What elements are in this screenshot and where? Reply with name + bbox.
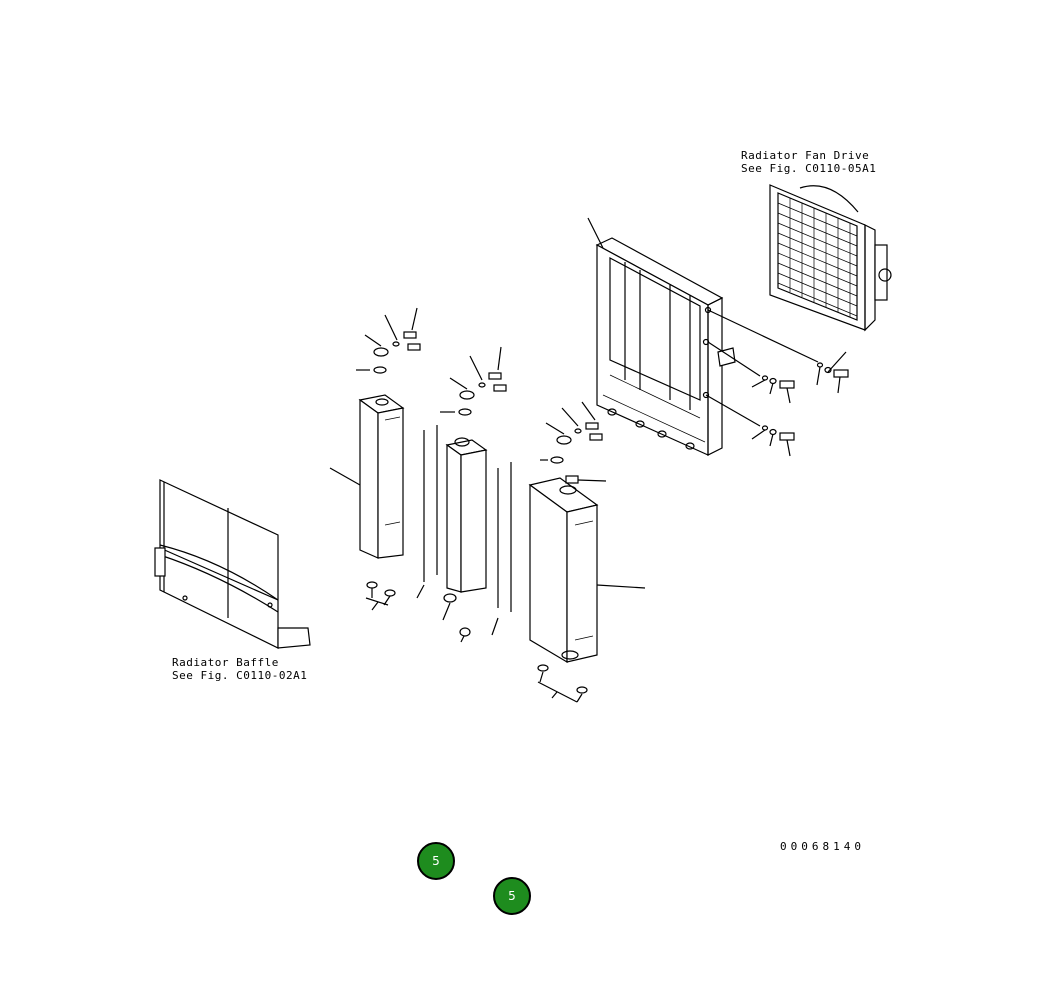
fan-drive-label-line2: See Fig. C0110-05A1	[741, 162, 877, 175]
baffle-label-line1: Radiator Baffle	[172, 656, 279, 669]
mounting-hardware	[356, 307, 849, 703]
radiator-core-right	[528, 477, 646, 664]
radiator-baffle	[154, 479, 311, 649]
callout-button[interactable]: 5	[417, 842, 455, 880]
baffle-label-line2: See Fig. C0110-02A1	[172, 669, 308, 682]
callout-button[interactable]: 5	[493, 877, 531, 915]
callout-number: 5	[508, 889, 516, 903]
radiator-core-middle	[443, 437, 488, 603]
fan-drive-label-line1: Radiator Fan Drive	[741, 149, 870, 162]
radiator-fan-drive	[769, 184, 892, 332]
callout-number: 5	[432, 854, 440, 868]
seal-strips	[423, 425, 512, 612]
radiator-frame	[587, 217, 736, 456]
radiator-core-left	[329, 394, 405, 559]
drawing-number: 00068140	[780, 840, 865, 853]
